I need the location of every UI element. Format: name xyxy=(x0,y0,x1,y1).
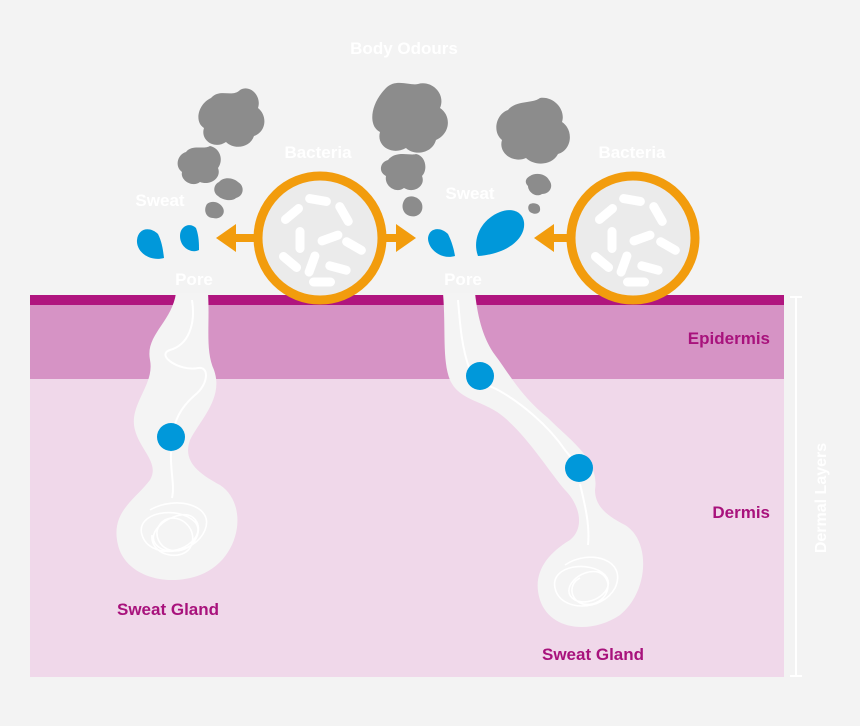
body-odours-label: Body Odours xyxy=(350,39,458,58)
sweat-drop-icon xyxy=(476,210,525,256)
skin-surface xyxy=(30,295,784,305)
sweat-gland-label-left: Sweat Gland xyxy=(117,600,219,619)
pore-label-right: Pore xyxy=(444,270,482,289)
sweat-drop-icon xyxy=(136,229,164,259)
odour-cloud-icon xyxy=(380,154,426,191)
odour-cloud-icon xyxy=(198,88,265,147)
dermal-layers-bracket xyxy=(790,296,802,677)
arrow-right-icon xyxy=(396,224,416,252)
sweat-gland-right xyxy=(443,293,644,627)
sweat-droplet-in-duct xyxy=(157,423,185,451)
odour-clouds xyxy=(177,82,570,219)
arrow-left-icon xyxy=(534,224,554,252)
odour-cloud-icon xyxy=(402,196,423,217)
odour-cloud-icon xyxy=(214,178,243,201)
sweat-label-left: Sweat xyxy=(135,191,184,210)
sweat-droplet-in-duct xyxy=(565,454,593,482)
arrow-left-icon xyxy=(216,224,236,252)
sweat-droplet-in-duct xyxy=(466,362,494,390)
odour-cloud-icon xyxy=(372,82,448,153)
sweat-drop-icon xyxy=(180,225,199,252)
odour-cloud-icon xyxy=(496,97,570,164)
sweat-label-right: Sweat xyxy=(445,184,494,203)
bacteria-colony-left xyxy=(253,171,387,305)
odour-cloud-icon xyxy=(177,146,221,185)
odour-cloud-icon xyxy=(205,201,224,219)
sweat-gland-label-right: Sweat Gland xyxy=(542,645,644,664)
bacteria-label-left: Bacteria xyxy=(284,143,352,162)
pore-label-left: Pore xyxy=(175,270,213,289)
epidermis-label: Epidermis xyxy=(688,329,770,348)
epidermis-layer xyxy=(30,304,784,379)
odour-cloud-icon xyxy=(528,203,541,214)
sweat-gland-left xyxy=(116,293,238,581)
dermal-layers-label: Dermal Layers xyxy=(813,443,830,553)
arrows xyxy=(216,224,572,252)
bacteria-label-right: Bacteria xyxy=(598,143,666,162)
surface-sweat-drops xyxy=(136,210,525,259)
odour-cloud-icon xyxy=(525,173,552,196)
sweat-drop-icon xyxy=(428,229,455,257)
dermis-label: Dermis xyxy=(712,503,770,522)
bacteria-colony-right xyxy=(566,171,700,305)
